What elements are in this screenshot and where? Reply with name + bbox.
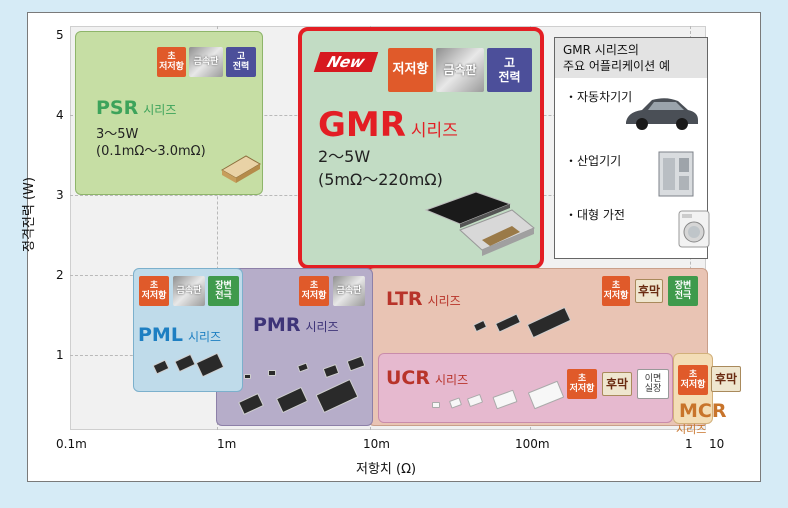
application-item: ・자동차기기 — [565, 90, 633, 104]
series-code: LTR — [386, 288, 423, 310]
resistor-chip-image — [424, 191, 535, 256]
series-suffix: 시리즈 — [435, 373, 469, 387]
thick-film-badge: 후막 — [711, 366, 741, 392]
low-resistance-badge: 초 저저항 — [602, 276, 630, 306]
x-tick-label: 100m — [515, 437, 550, 451]
series-code: UCR — [386, 367, 431, 389]
series-code: GMR — [318, 105, 406, 145]
low-resistance-badge: 초 저저항 — [299, 276, 329, 306]
x-tick-label: 10 — [709, 437, 725, 451]
psr-resistance-spec: (0.1mΩ～3.0mΩ) — [96, 144, 206, 159]
metal-plate-badge: 금속판 — [436, 48, 484, 92]
high-power-badge: 고 전력 — [226, 47, 256, 77]
washing-machine-image — [678, 210, 710, 248]
x-tick-label: 10m — [363, 437, 390, 451]
x-tick-label: 1m — [217, 437, 237, 451]
industrial-cabinet-image — [658, 151, 694, 197]
gmr-power-spec: 2～5W — [318, 147, 371, 166]
series-code: MCR — [679, 400, 727, 422]
metal-plate-badge: 금속판 — [173, 276, 205, 306]
series-suffix: 시리즈 — [427, 294, 461, 308]
y-tick-label: 3 — [56, 188, 64, 202]
back-mount-badge: 이면 실장 — [637, 369, 669, 399]
resistor-chip-image — [268, 370, 276, 376]
application-item: ・산업기기 — [565, 154, 622, 168]
resistor-chip-image — [244, 374, 251, 379]
y-tick-label: 2 — [56, 268, 64, 282]
metal-plate-badge: 금속판 — [189, 47, 223, 77]
y-tick-label: 5 — [56, 28, 64, 42]
y-axis-title: 정격전력 (W) — [22, 177, 37, 252]
pmr-series-name: PMR 시리즈 — [253, 316, 339, 335]
low-resistance-badge: 저저항 — [388, 48, 433, 92]
low-resistance-badge: 초 저저항 — [157, 47, 186, 77]
x-tick-label: 1 — [685, 437, 693, 451]
ucr-series-name: UCR 시리즈 — [386, 369, 468, 388]
application-title: GMR 시리즈의 주요 어플리케이션 예 — [555, 38, 707, 78]
ltr-series-name: LTR 시리즈 — [386, 290, 461, 309]
series-code: PSR — [96, 97, 139, 119]
high-power-badge: 고 전력 — [487, 48, 532, 92]
gmr-resistance-spec: (5mΩ～220mΩ) — [318, 170, 443, 189]
series-code: PML — [138, 324, 183, 346]
application-item: ・대형 가전 — [565, 208, 625, 222]
y-tick-label: 4 — [56, 108, 64, 122]
x-tick-label: 0.1m — [56, 437, 87, 451]
psr-series-name: PSR 시리즈 — [96, 99, 176, 118]
resistor-chip-image — [432, 402, 440, 408]
application-panel: GMR 시리즈의 주요 어플리케이션 예 ・자동차기기 ・산업기기 ・대형 가전 — [554, 37, 708, 259]
series-suffix: 시리즈 — [305, 320, 339, 334]
series-suffix: 시리즈 — [143, 103, 177, 117]
series-suffix: 시리즈 — [410, 121, 458, 141]
low-resistance-badge: 초 저저항 — [567, 369, 597, 399]
long-electrode-badge: 장변 전극 — [208, 276, 239, 306]
low-resistance-badge: 초 저저항 — [139, 276, 169, 306]
low-resistance-badge: 초 저저항 — [678, 365, 708, 395]
resistor-chip-image — [221, 155, 261, 183]
metal-plate-badge: 금속판 — [333, 276, 365, 306]
psr-power-spec: 3～5W — [96, 127, 139, 142]
pml-series-name: PML 시리즈 — [138, 326, 221, 345]
mcr-series-name: MCR — [679, 402, 726, 421]
x-axis-title: 저항치 (Ω) — [356, 462, 417, 477]
new-badge: New — [313, 52, 379, 72]
y-tick-label: 1 — [56, 348, 64, 362]
series-code: PMR — [253, 314, 301, 336]
long-electrode-badge: 장변 전극 — [668, 276, 698, 306]
series-suffix: 시리즈 — [187, 330, 222, 344]
mcr-series-suffix: 시리즈 — [676, 423, 707, 436]
car-image — [626, 98, 698, 130]
thick-film-badge: 후막 — [602, 372, 632, 396]
thick-film-badge: 후막 — [635, 279, 663, 303]
grid-line-v — [217, 26, 218, 430]
